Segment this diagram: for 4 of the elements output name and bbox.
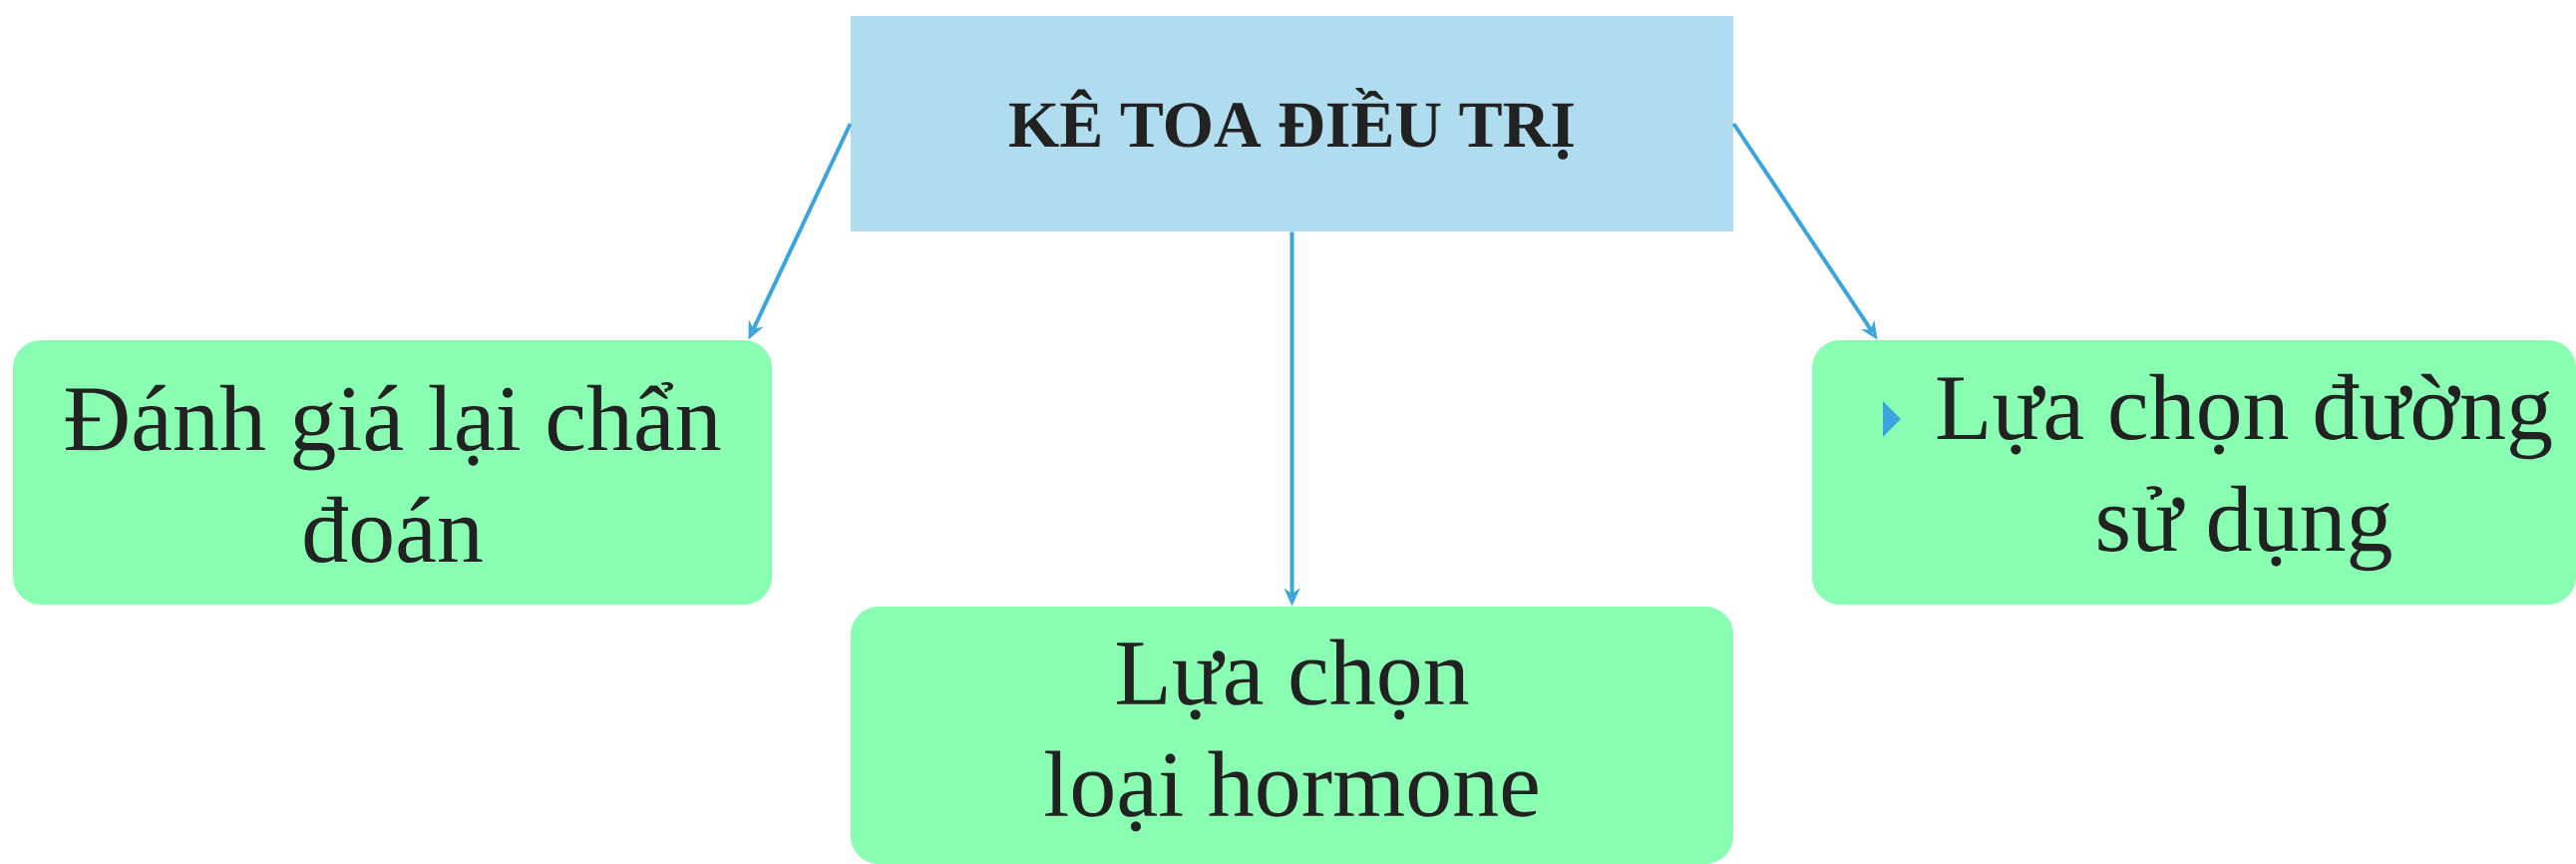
process-box: Đánh giá lại chẩn đoán	[13, 340, 772, 605]
process-box: Lựa chọn đường sử dụng	[1812, 340, 2576, 605]
process-box: Lựa chọn loại hormone	[851, 607, 1733, 864]
title-box: KÊ TOA ĐIỀU TRỊ	[851, 16, 1733, 231]
